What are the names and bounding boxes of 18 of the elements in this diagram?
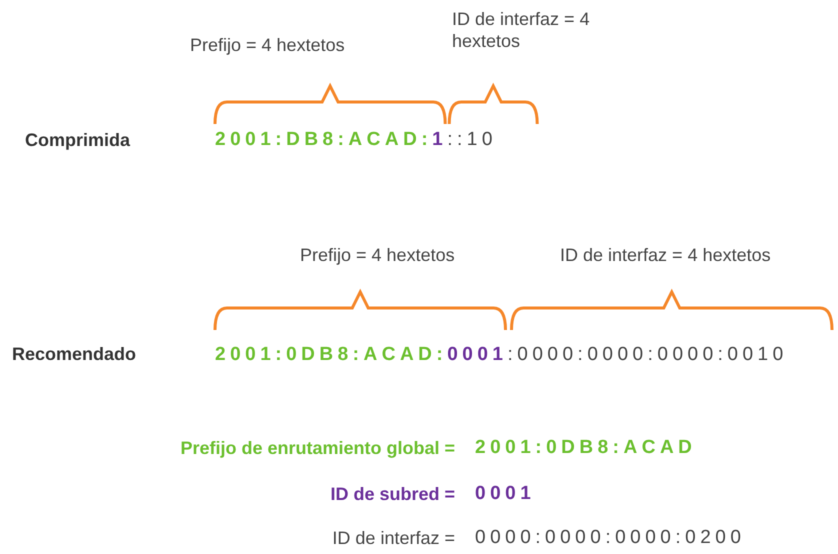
address-text: 2001:DB8:ACAD: [215, 129, 432, 150]
address-text: 2001:0DB8:ACAD: [215, 344, 448, 365]
row-label: Recomendado [12, 343, 136, 365]
address-text: ::10 [447, 129, 497, 150]
row-label: Comprimida [25, 129, 130, 151]
caption-text: Prefijo = 4 hextetos [300, 244, 455, 266]
address-text: :0000:0000:0000:0010 [508, 344, 788, 365]
address-text: 0001 [475, 483, 536, 504]
address-text: 1 [432, 129, 448, 150]
field-label: Prefijo de enrutamiento global = [179, 437, 455, 459]
caption-text: ID de interfaz = 4 hextetos [452, 8, 591, 52]
field-label: ID de subred = [329, 483, 455, 505]
caption-text: Prefijo = 4 hextetos [190, 34, 345, 56]
address-text: 0001 [447, 344, 508, 365]
caption-text: ID de interfaz = 4 hextetos [560, 244, 771, 266]
field-label: ID de interfaz = [331, 527, 455, 549]
address-text: 2001:0DB8:ACAD [475, 437, 696, 458]
address-text: 0000:0000:0000:0200 [475, 527, 746, 548]
